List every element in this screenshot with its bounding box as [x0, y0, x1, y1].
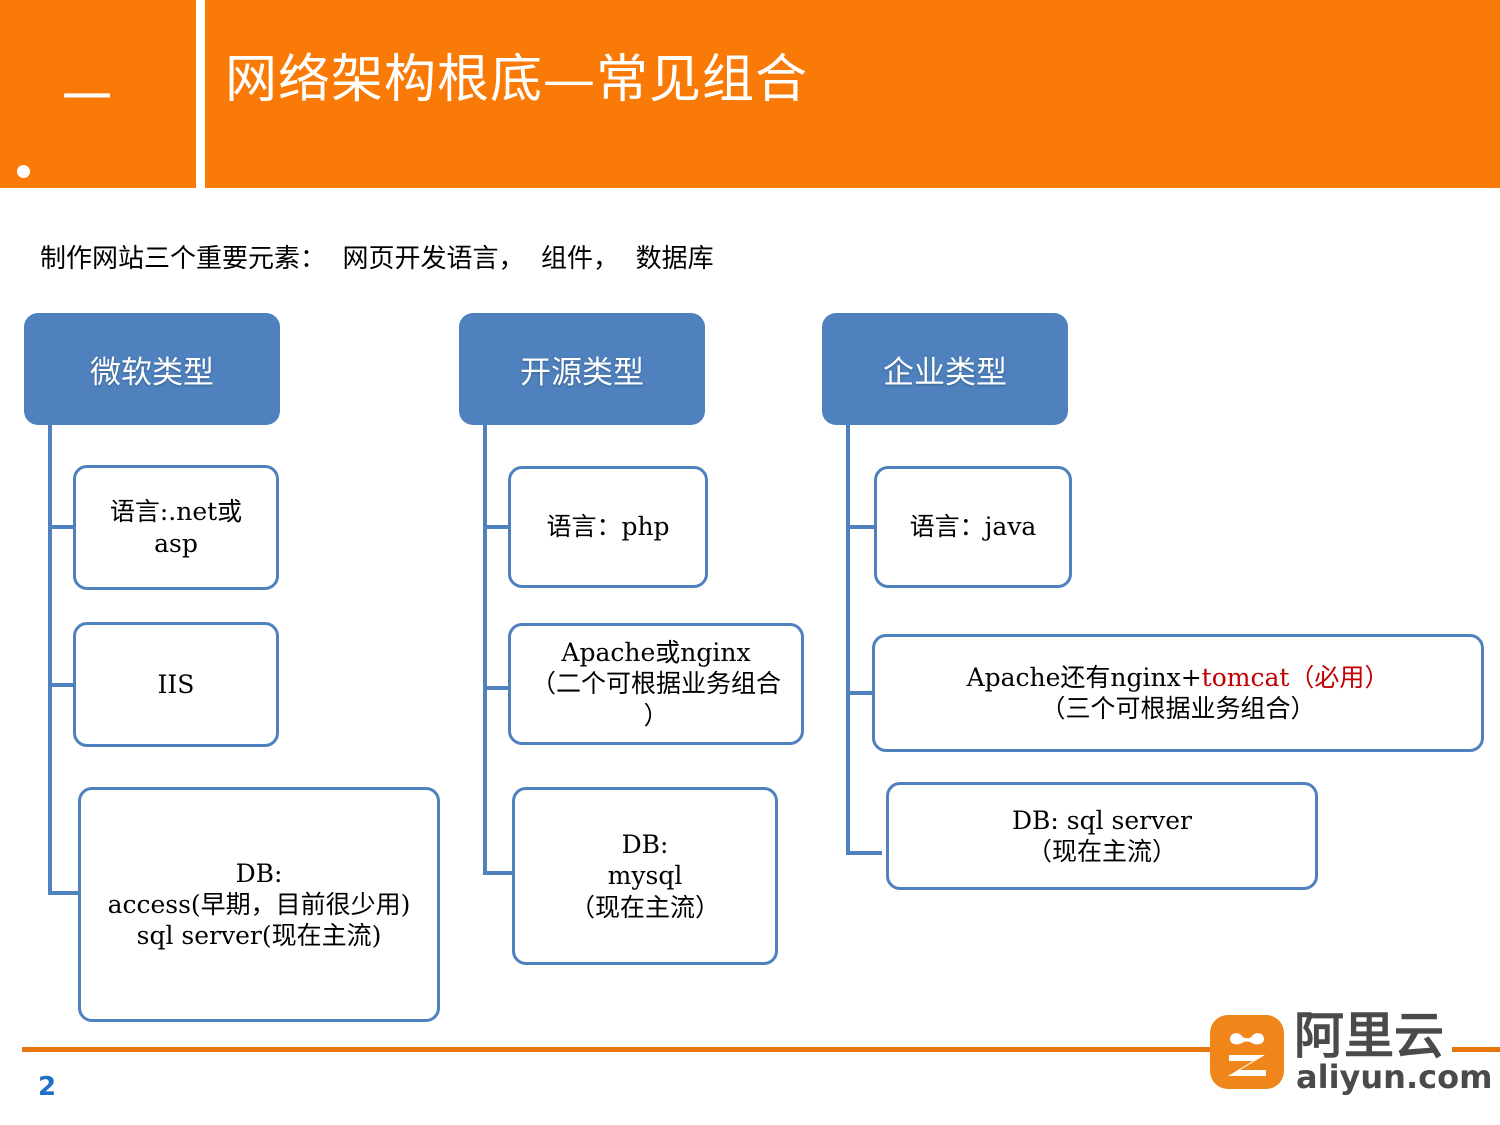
connector-trunk-col2 — [483, 425, 487, 875]
section-number: 一 — [62, 69, 114, 127]
node-label-line1: Apache还有nginx+tomcat（必用） — [967, 662, 1390, 693]
connector-stub-col1-node1 — [48, 525, 76, 529]
connector-stub-col2-node3 — [483, 871, 515, 875]
node-col1-language[interactable]: 语言:.net或 asp — [73, 465, 279, 590]
connector-stub-col1-node2 — [48, 683, 76, 687]
node-label: DB: sql server （现在主流） — [1011, 805, 1192, 866]
footer-divider-left — [22, 1047, 1244, 1052]
node-label-line2: （三个可根据业务组合） — [1040, 694, 1316, 723]
aliyun-cloud-icon — [1210, 1015, 1284, 1089]
node-label: 语言:.net或 asp — [109, 497, 243, 558]
node-col3-database[interactable]: DB: sql server （现在主流） — [886, 782, 1318, 890]
aliyun-logo-en: aliyun.com — [1296, 1058, 1493, 1096]
column-header-enterprise[interactable]: 企业类型 — [822, 313, 1068, 425]
page-title: 网络架构根底—常见组合 — [225, 50, 809, 110]
header-right-block — [205, 0, 1500, 188]
node-label: IIS — [157, 669, 195, 699]
node-col1-database[interactable]: DB: access(早期，目前很少用) sql server(现在主流) — [78, 787, 440, 1022]
connector-stub-col3-node3 — [846, 851, 882, 855]
header-left-block — [0, 0, 196, 188]
node-col3-language[interactable]: 语言：java — [874, 466, 1072, 588]
node-label-red: tomcat（必用） — [1201, 662, 1390, 692]
node-label: 语言：php — [546, 512, 670, 542]
node-col2-language[interactable]: 语言：php — [508, 466, 708, 588]
connector-stub-col3-node1 — [846, 525, 878, 529]
node-col1-webserver[interactable]: IIS — [73, 622, 279, 747]
connector-trunk-col1 — [48, 425, 52, 895]
aliyun-logo-cn: 阿里云 — [1294, 1007, 1444, 1065]
connector-trunk-col3 — [846, 425, 850, 855]
node-col2-database[interactable]: DB: mysql （现在主流） — [512, 787, 778, 965]
column-header-opensource[interactable]: 开源类型 — [459, 313, 705, 425]
node-col2-webserver[interactable]: Apache或nginx （二个可根据业务组合 ） — [508, 623, 804, 745]
subtitle-text: 制作网站三个重要元素： 网页开发语言， 组件， 数据库 — [40, 244, 714, 274]
page-number: 2 — [38, 1072, 57, 1102]
node-label: 语言：java — [909, 512, 1037, 542]
node-label: DB: mysql （现在主流） — [569, 830, 720, 922]
bullet-dot-icon — [17, 165, 30, 178]
connector-stub-col2-node2 — [483, 686, 513, 690]
footer-divider-right — [1452, 1047, 1500, 1052]
aliyun-logo: 阿里云 aliyun.com — [1210, 1007, 1493, 1105]
connector-stub-col1-node3 — [48, 891, 80, 895]
column-header-microsoft[interactable]: 微软类型 — [24, 313, 280, 425]
connector-stub-col3-node2 — [846, 691, 878, 695]
node-col3-webserver[interactable]: Apache还有nginx+tomcat（必用） （三个可根据业务组合） — [872, 634, 1484, 752]
node-label: Apache或nginx （二个可根据业务组合 ） — [530, 638, 781, 730]
node-label-black: Apache还有nginx+ — [966, 662, 1202, 692]
node-label: DB: access(早期，目前很少用) sql server(现在主流) — [107, 858, 411, 951]
connector-stub-col2-node1 — [483, 525, 513, 529]
